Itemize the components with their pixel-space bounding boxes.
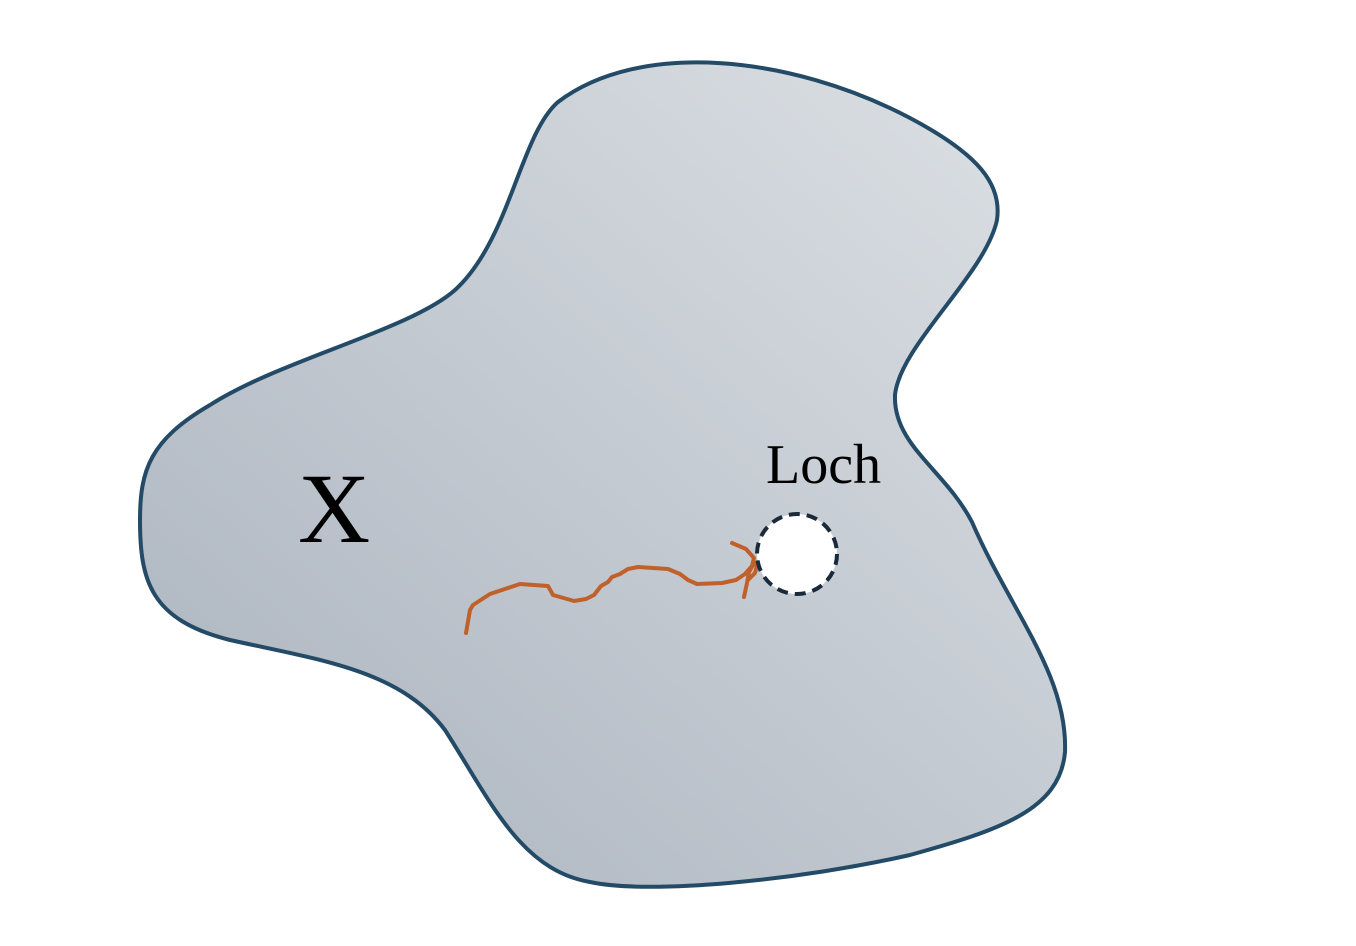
region-label: X (298, 453, 370, 564)
hole-label: Loch (766, 434, 881, 496)
region-x-shape (137, 60, 1068, 889)
random-walk-tail (742, 560, 760, 599)
hole-circle (755, 512, 839, 596)
random-walk-path (464, 541, 756, 635)
